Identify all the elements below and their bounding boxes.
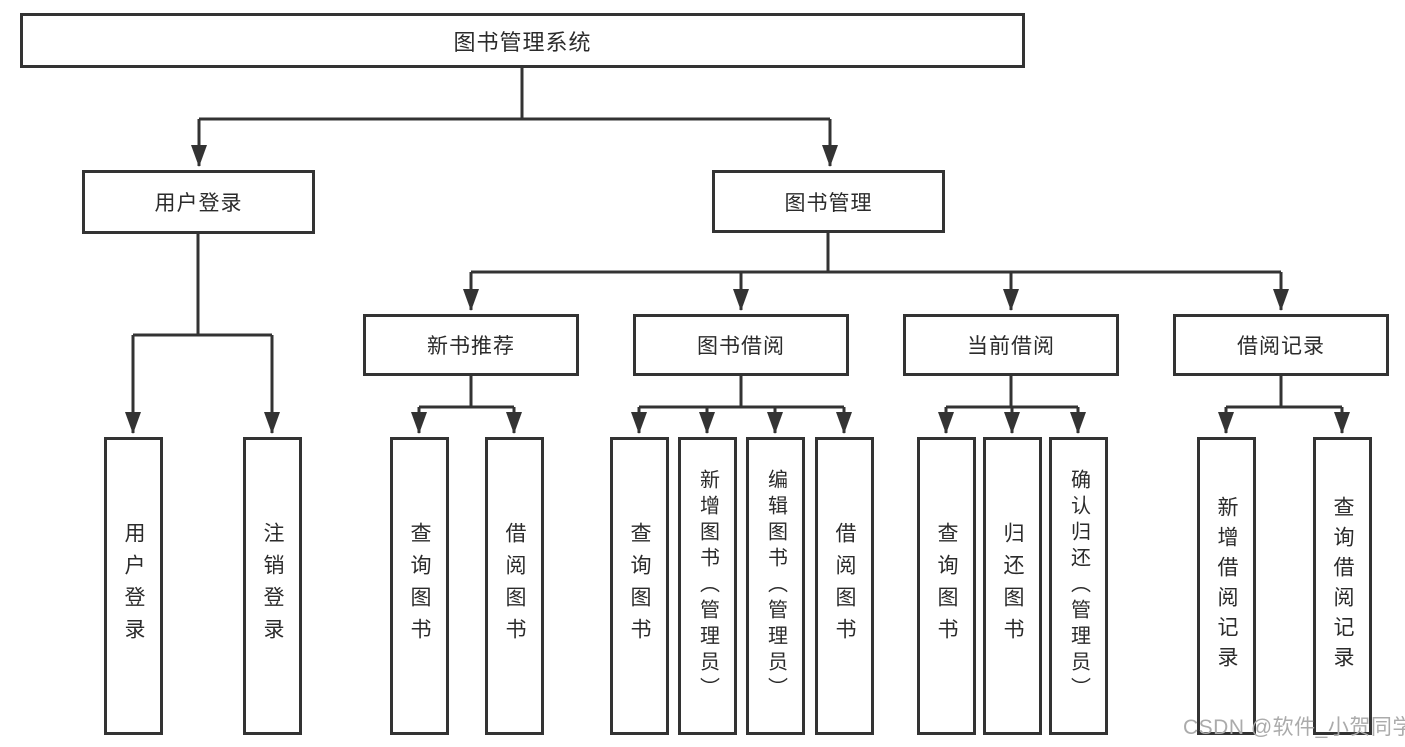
- leaf-query-books-recommend: 查询图书: [390, 437, 449, 735]
- leaf-add-book-admin: 新增图书（管理员）: [678, 437, 737, 735]
- leaf-borrow-books: 借阅图书: [815, 437, 874, 735]
- node-user-login: 用户登录: [82, 170, 315, 234]
- leaf-add-borrow-record: 新增借阅记录: [1197, 437, 1256, 735]
- leaf-logout: 注销登录: [243, 437, 302, 735]
- node-book-borrow: 图书借阅: [633, 314, 849, 376]
- node-new-book-recommend: 新书推荐: [363, 314, 579, 376]
- leaf-label: 查询图书: [935, 522, 958, 650]
- leaf-label: 查询图书: [408, 522, 431, 650]
- leaf-query-books-current: 查询图书: [917, 437, 976, 735]
- leaf-label: 借阅图书: [833, 522, 856, 650]
- node-book-management: 图书管理: [712, 170, 945, 233]
- leaf-borrow-books-recommend: 借阅图书: [485, 437, 544, 735]
- leaf-label: 查询图书: [628, 522, 651, 650]
- leaf-label: 新增图书（管理员）: [696, 469, 719, 703]
- leaf-label: 编辑图书（管理员）: [764, 469, 787, 703]
- leaf-confirm-return-admin: 确认归还（管理员）: [1049, 437, 1108, 735]
- watermark-text: CSDN @软件_小贺同学: [1183, 716, 1405, 739]
- leaf-label: 注销登录: [261, 522, 284, 650]
- leaf-label: 用户登录: [122, 522, 145, 650]
- leaf-return-book: 归还图书: [983, 437, 1042, 735]
- leaf-query-borrow-record: 查询借阅记录: [1313, 437, 1372, 735]
- leaf-label: 归还图书: [1001, 522, 1024, 650]
- leaf-edit-book-admin: 编辑图书（管理员）: [746, 437, 805, 735]
- leaf-label: 确认归还（管理员）: [1067, 469, 1090, 703]
- node-current-borrow: 当前借阅: [903, 314, 1119, 376]
- leaf-query-books-borrow: 查询图书: [610, 437, 669, 735]
- node-borrow-records: 借阅记录: [1173, 314, 1389, 376]
- leaf-label: 新增借阅记录: [1215, 496, 1238, 676]
- leaf-label: 查询借阅记录: [1331, 496, 1354, 676]
- leaf-label: 借阅图书: [503, 522, 526, 650]
- node-root: 图书管理系统: [20, 13, 1025, 68]
- leaf-user-login: 用户登录: [104, 437, 163, 735]
